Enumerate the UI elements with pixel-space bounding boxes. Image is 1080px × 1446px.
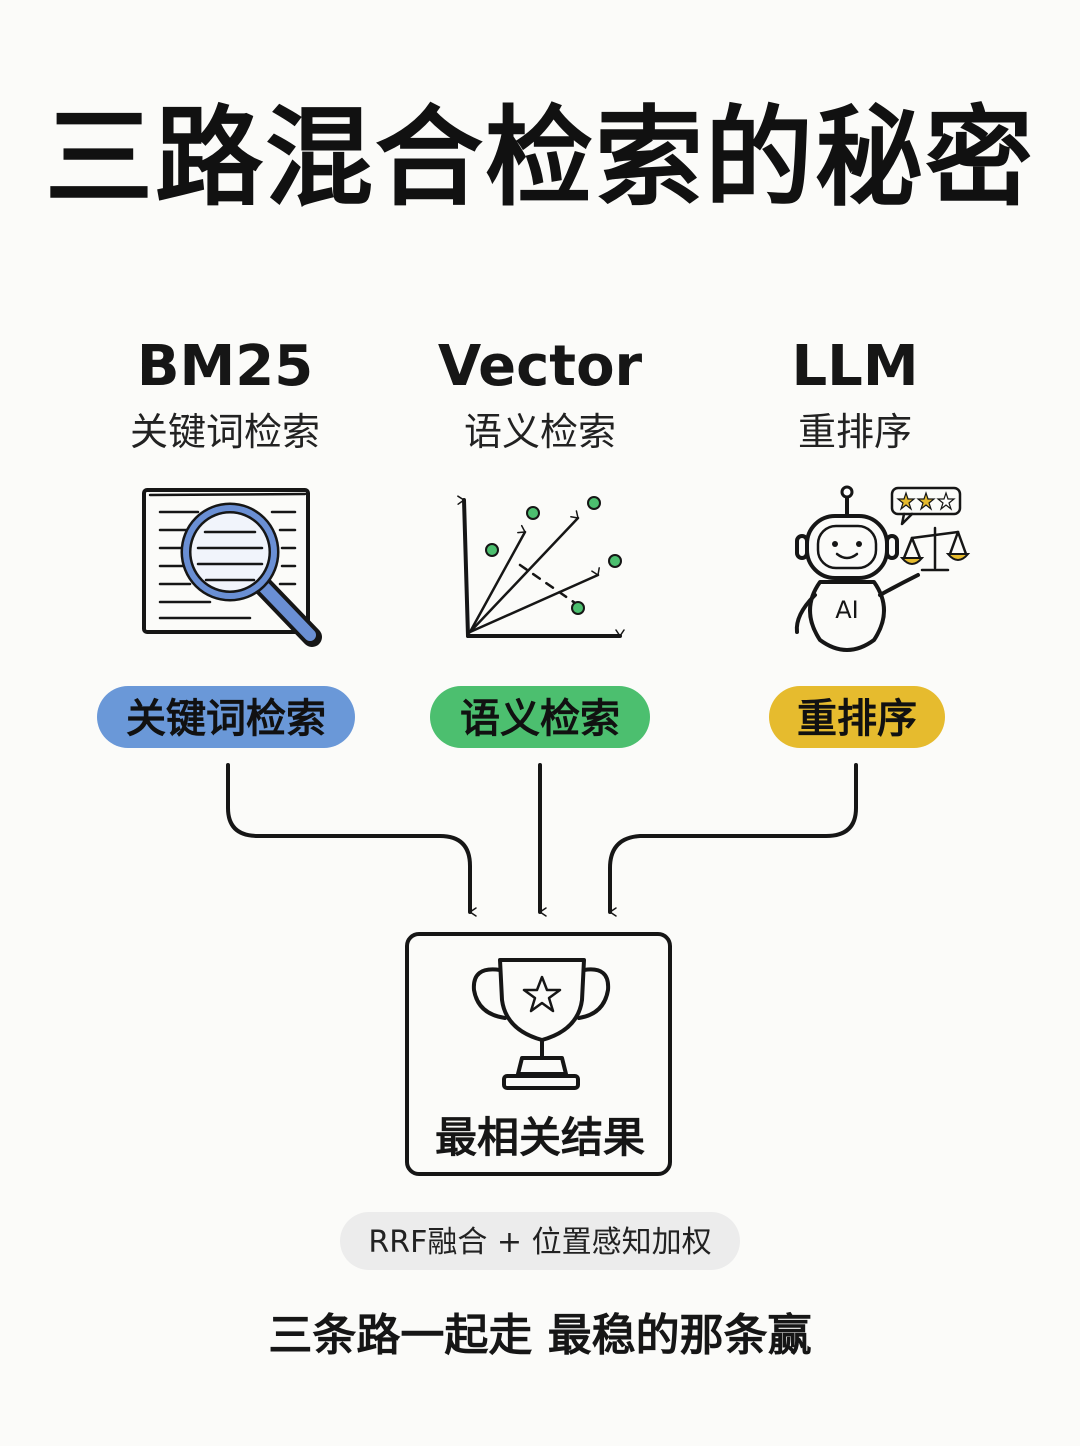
- connector-arrows: [226, 763, 858, 917]
- magnifier-document-icon: [142, 488, 322, 647]
- pill-semantic-search: 语义检索: [430, 686, 650, 748]
- result-label: 最相关结果: [435, 1113, 645, 1162]
- column-vector: Vector 语义检索: [438, 334, 643, 454]
- pill-label-rerank: 重排序: [797, 696, 917, 742]
- column-heading-llm: LLM: [791, 334, 918, 399]
- pill-label-semantic: 语义检索: [460, 696, 620, 742]
- column-llm: LLM 重排序: [791, 334, 918, 454]
- note-label: RRF融合 + 位置感知加权: [368, 1225, 711, 1260]
- column-heading-bm25: BM25: [137, 334, 313, 399]
- pill-keyword-search: 关键词检索: [97, 686, 355, 748]
- result-box: 最相关结果: [405, 932, 672, 1176]
- footer-slogan: 三条路一起走 最稳的那条赢: [268, 1310, 811, 1361]
- pill-bg-keyword: [97, 686, 355, 748]
- column-heading-vector: Vector: [438, 334, 643, 399]
- pill-bg-semantic: [430, 686, 650, 748]
- arrow-from-llm: [608, 763, 858, 917]
- page-title: 三路混合检索的秘密: [45, 96, 1035, 221]
- pill-label-keyword: 关键词检索: [126, 696, 326, 742]
- pill-rerank: 重排序: [769, 686, 945, 748]
- vector-plot-icon: [457, 495, 625, 638]
- robot-scale-icon: AI: [794, 485, 971, 652]
- trophy-icon: [471, 958, 611, 1090]
- column-subtitle-llm: 重排序: [798, 410, 912, 454]
- arrow-from-bm25: [226, 763, 477, 917]
- column-subtitle-vector: 语义检索: [464, 410, 616, 454]
- pill-bg-rerank: [769, 686, 945, 748]
- column-bm25: BM25 关键词检索: [130, 334, 320, 454]
- robot-label: AI: [835, 596, 859, 624]
- fusion-note: RRF融合 + 位置感知加权: [340, 1212, 740, 1270]
- column-subtitle-bm25: 关键词检索: [130, 410, 320, 454]
- note-chip-bg: [340, 1212, 740, 1270]
